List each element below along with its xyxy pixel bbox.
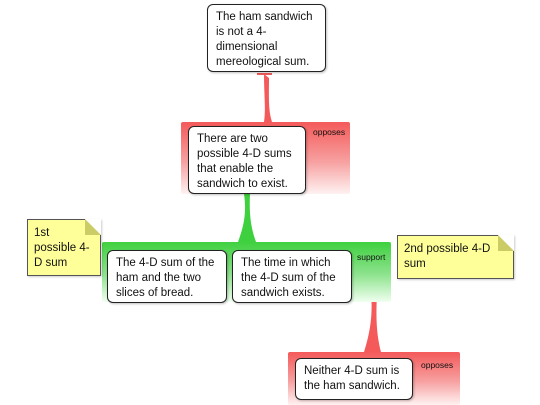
- oppose-label-2: opposes: [421, 360, 454, 370]
- note-first-sum[interactable]: 1st possible 4-D sum: [27, 219, 101, 276]
- note-fold-icon: [498, 235, 514, 251]
- reason-b-box[interactable]: The time in which the 4-D sum of the san…: [232, 250, 352, 303]
- support-connector: [238, 194, 256, 242]
- objection-1-box[interactable]: There are two possible 4-D sums that ena…: [188, 126, 306, 194]
- reason-a-box[interactable]: The 4-D sum of the ham and the two slice…: [107, 250, 227, 303]
- note-first-text: 1st possible 4-D sum: [34, 227, 90, 269]
- oppose-connector-1: [258, 74, 272, 122]
- objection-2-box[interactable]: Neither 4-D sum is the ham sandwich.: [295, 358, 413, 400]
- main-claim-text: The ham sandwich is not a 4-dimensional …: [216, 11, 313, 68]
- oppose-label-1: opposes: [313, 127, 346, 137]
- oppose-connector-2: [364, 293, 381, 352]
- reason-a-text: The 4-D sum of the ham and the two slice…: [116, 257, 215, 299]
- note-fold-icon: [85, 219, 101, 235]
- note-second-sum[interactable]: 2nd possible 4-D sum: [397, 235, 514, 279]
- objection-1-text: There are two possible 4-D sums that ena…: [197, 133, 292, 190]
- objection-2-text: Neither 4-D sum is the ham sandwich.: [304, 365, 400, 392]
- support-label: support: [357, 252, 386, 262]
- reason-b-text: The time in which the 4-D sum of the san…: [241, 257, 336, 299]
- note-second-text: 2nd possible 4-D sum: [404, 243, 491, 270]
- main-claim-box[interactable]: The ham sandwich is not a 4-dimensional …: [207, 4, 326, 72]
